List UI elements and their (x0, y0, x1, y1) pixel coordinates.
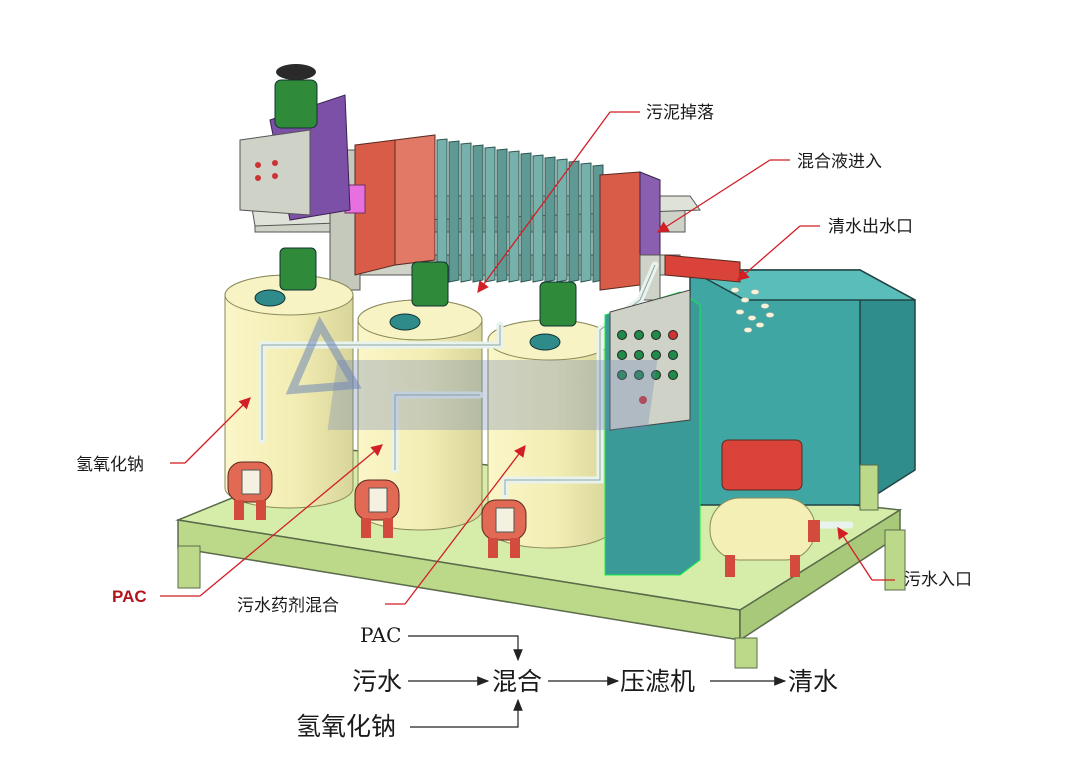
filter-plate (580, 162, 592, 283)
callout-sewage-inlet: 污水入口 (904, 570, 972, 590)
filter-plate (496, 148, 508, 283)
cabinet-button (634, 350, 644, 360)
filter-plate (508, 150, 520, 283)
flow-naoh: 氢氧化钠 (296, 712, 396, 741)
callout-mix-inlet: 混合液进入 (797, 152, 882, 172)
filter-press (249, 134, 741, 301)
cabinet-button (617, 330, 627, 340)
filter-plate (460, 142, 472, 283)
clean-water-spray (730, 287, 775, 333)
filter-plate (556, 158, 568, 283)
callout-lines (160, 111, 895, 605)
filter-plate (568, 160, 580, 283)
filter-plate (484, 146, 496, 283)
callout-pac: PAC (112, 587, 147, 606)
pump-1 (227, 461, 273, 520)
callout-clean-outlet: 清水出水口 (828, 217, 913, 237)
cabinet-buttons (617, 330, 678, 380)
filter-plates (436, 138, 604, 283)
water-drop (760, 303, 770, 309)
control-cabinet (604, 289, 701, 576)
callout-mixing: 污水药剂混合 (237, 596, 339, 616)
filter-plate (436, 138, 448, 283)
filter-plate (544, 156, 556, 283)
cabinet-button (651, 330, 661, 340)
sewage-pump-unit (709, 439, 820, 577)
flow-pac: PAC (360, 623, 401, 647)
filter-plate (520, 152, 532, 283)
cabinet-button (668, 350, 678, 360)
flow-clean-water: 清水 (788, 667, 838, 696)
tank-pac (357, 261, 483, 531)
flow-filter-press: 压滤机 (620, 667, 695, 696)
water-drop (755, 322, 765, 328)
press-hydraulic-unit (239, 64, 351, 221)
flow-mix: 混合 (492, 667, 542, 696)
watermark-logo (285, 316, 658, 430)
cabinet-button (634, 370, 644, 380)
diaphragm-pumps (227, 461, 527, 558)
callout-naoh: 氢氧化钠 (76, 455, 144, 475)
water-drop (743, 327, 753, 333)
cabinet-button (651, 370, 661, 380)
cabinet-button (668, 330, 678, 340)
filter-plate (448, 140, 460, 283)
water-drop (747, 315, 757, 321)
cabinet-button (668, 370, 678, 380)
water-drop (735, 309, 745, 315)
cabinet-button (651, 350, 661, 360)
filter-plate (532, 154, 544, 283)
callout-sludge-drop: 污泥掉落 (646, 103, 714, 123)
cabinet-button (617, 370, 627, 380)
pump-2 (354, 479, 400, 538)
water-drop (740, 297, 750, 303)
process-flow: PAC 污水 混合 压滤机 清水 氢氧化钠 (296, 623, 838, 741)
cabinet-button (617, 350, 627, 360)
pump-3 (481, 499, 527, 558)
water-drop (765, 312, 775, 318)
water-drop (750, 289, 760, 295)
water-drop (730, 287, 740, 293)
flow-sewage: 污水 (352, 667, 402, 696)
cabinet-button (634, 330, 644, 340)
filter-plate (472, 144, 484, 283)
